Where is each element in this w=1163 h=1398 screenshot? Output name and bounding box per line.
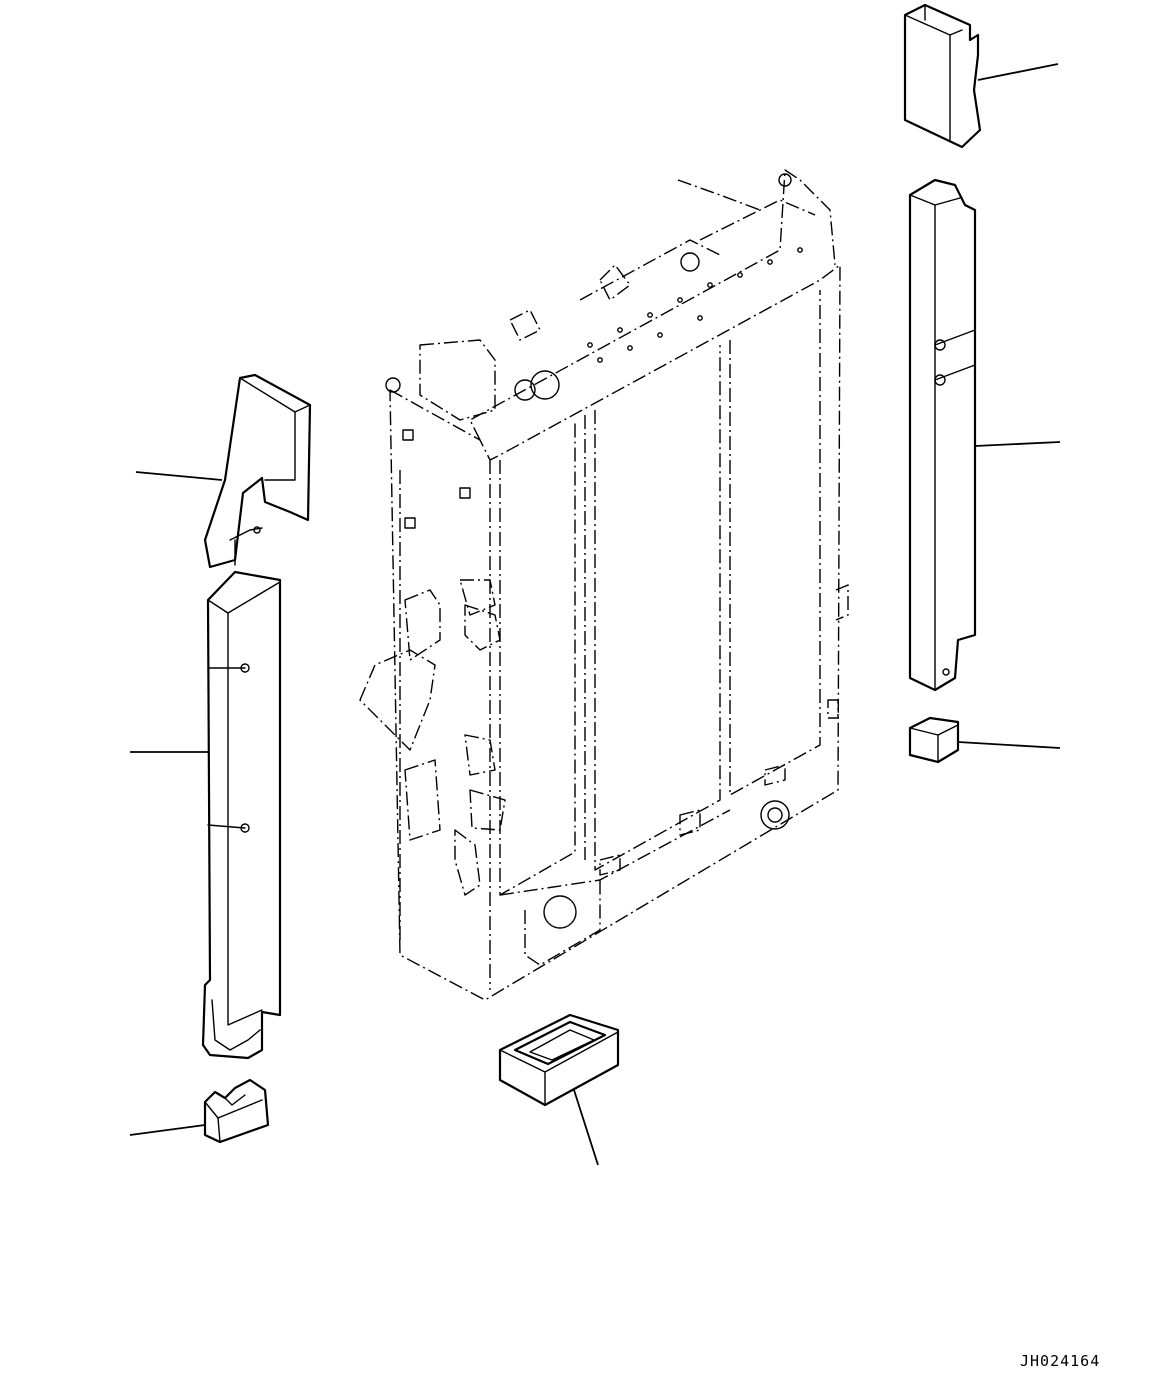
right-small-cube [908,716,1061,764]
radiator-core-assembly [359,169,849,1001]
bottom-frame-seal [498,1013,620,1166]
right-long-seal-bar [908,178,1061,692]
top-right-cap-block [903,3,1059,149]
drawing-id-label: JH024164 [1020,1352,1101,1370]
left-bottom-notched-block [129,1078,270,1144]
left-upper-bracket-seal [135,373,312,569]
left-long-seal-bar [130,570,282,1060]
